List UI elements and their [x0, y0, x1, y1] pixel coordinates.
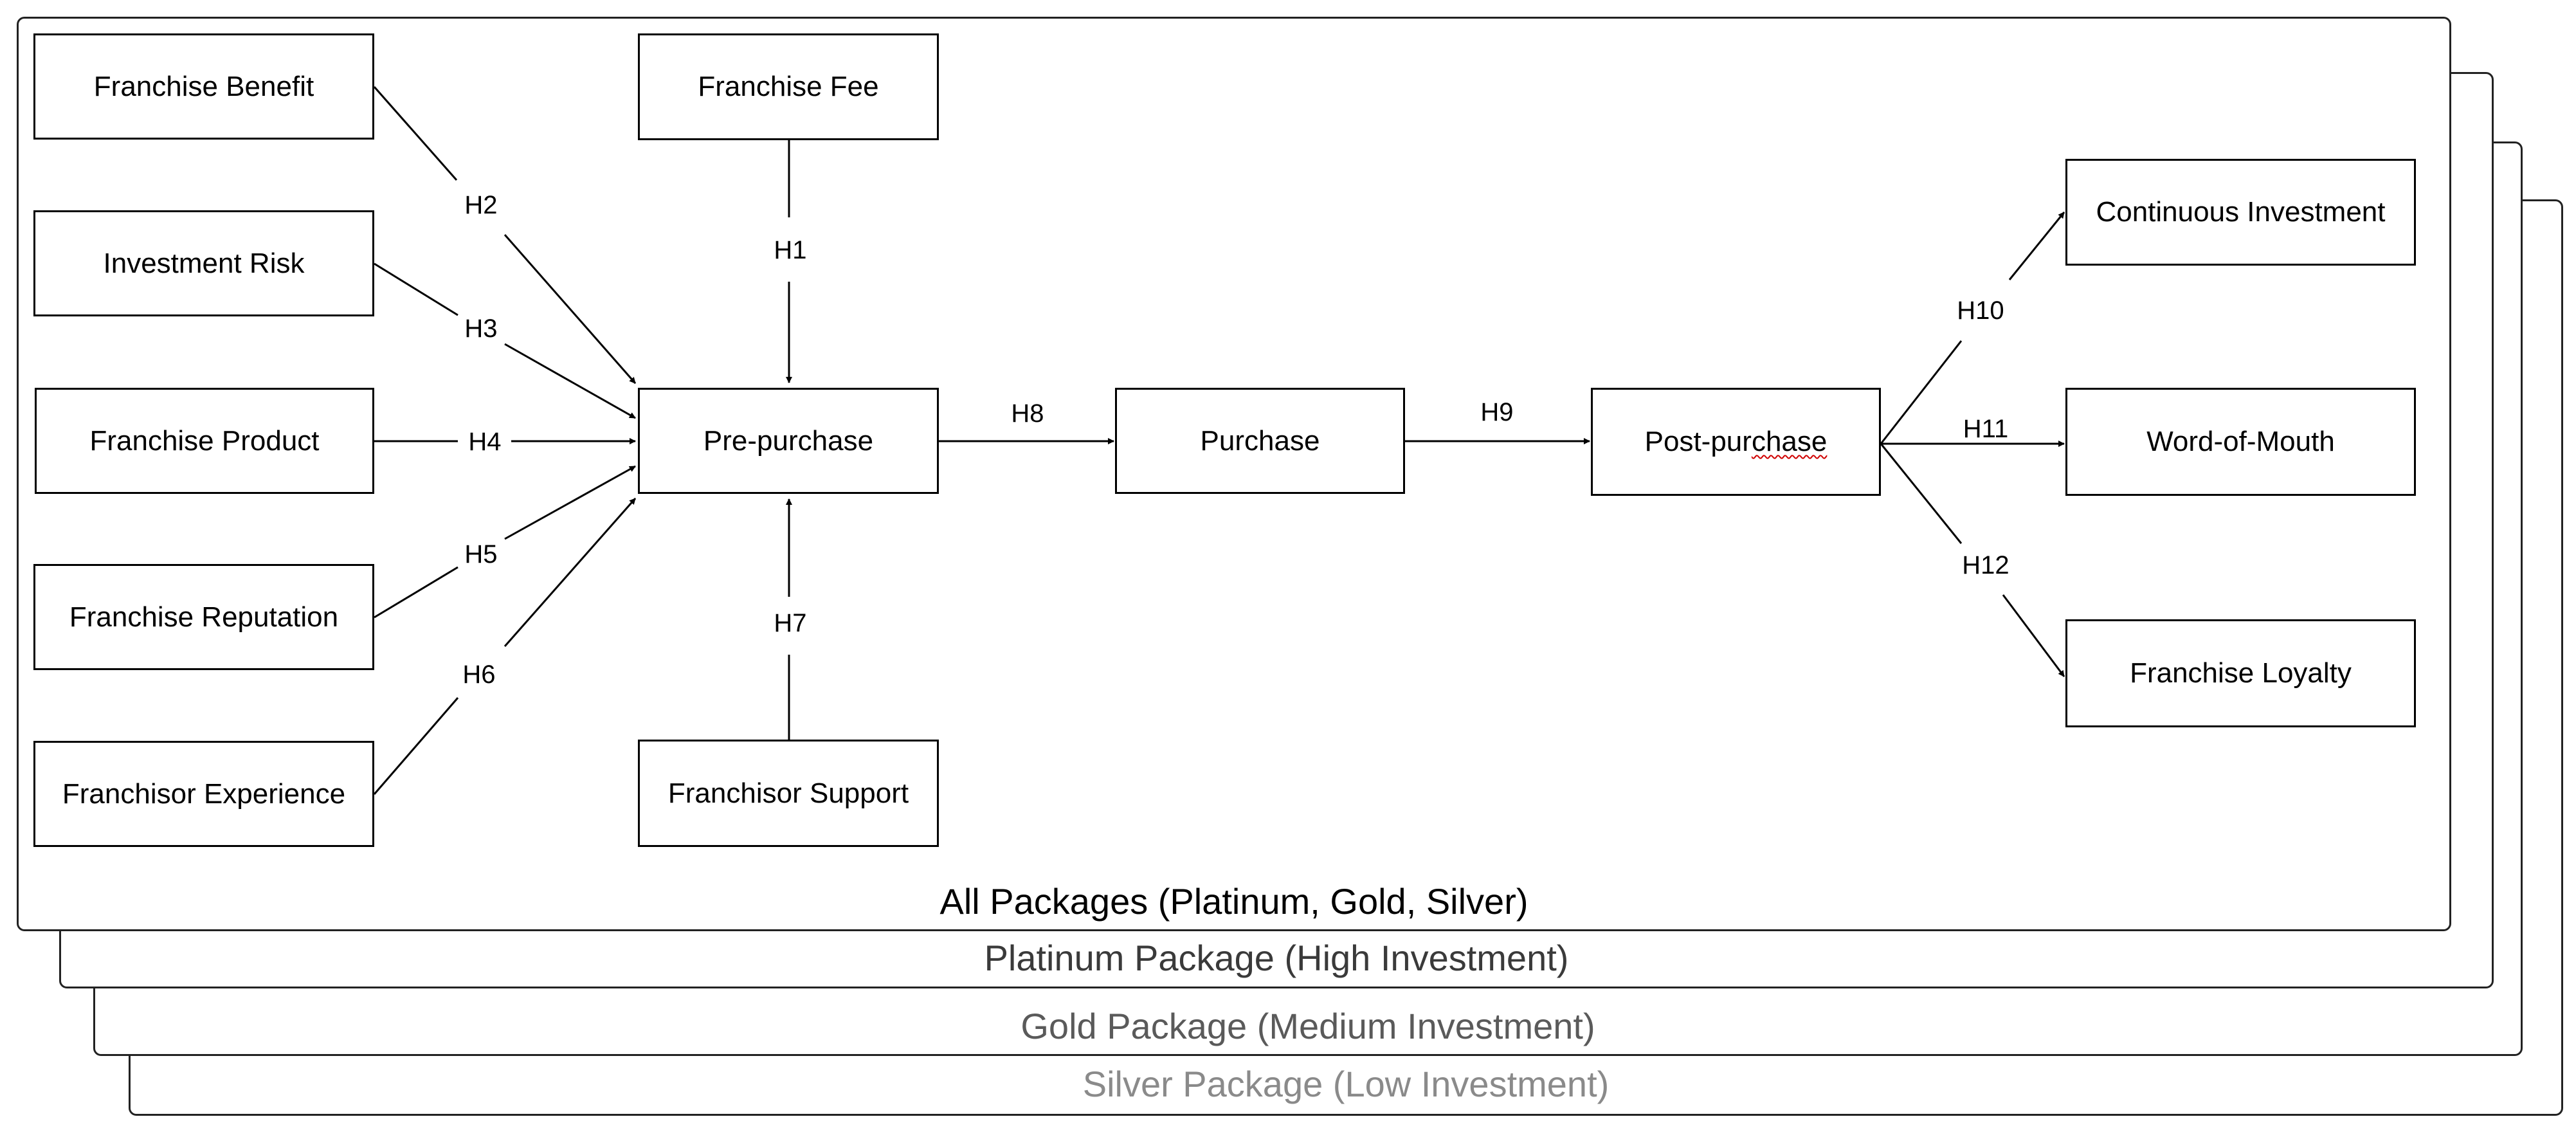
layer-gold-title: Gold Package (Medium Investment) [1020, 1006, 1595, 1046]
node-franchise-benefit: Franchise Benefit [33, 33, 374, 140]
edge-h10-lower [1880, 340, 1963, 444]
node-franchise-fee: Franchise Fee [638, 33, 939, 140]
label-h3: H3 [464, 314, 497, 343]
node-word-of-mouth: Word-of-Mouth [2065, 388, 2416, 496]
node-investment-risk: Investment Risk [33, 210, 374, 316]
node-franchise-product-label: Franchise Product [89, 424, 320, 457]
label-h10: H10 [1957, 296, 2004, 325]
node-investment-risk-label: Investment Risk [103, 247, 305, 279]
edge-h5-upper [504, 465, 636, 540]
edge-h12-lower [2002, 594, 2065, 677]
node-pre-purchase: Pre-purchase [638, 388, 939, 494]
node-continuous-investment-label: Continuous Investment [2096, 196, 2386, 228]
node-purchase-label: Purchase [1200, 424, 1320, 457]
node-pre-purchase-label: Pre-purchase [703, 424, 874, 457]
edge-h12-upper [1880, 443, 1963, 544]
edge-h5-lower [374, 566, 458, 619]
label-h1: H1 [774, 236, 806, 264]
label-h12: H12 [1962, 551, 2009, 579]
node-franchisor-experience-label: Franchisor Experience [62, 778, 346, 810]
layer-platinum-title: Platinum Package (High Investment) [984, 938, 1569, 978]
node-franchise-fee-label: Franchise Fee [698, 71, 879, 102]
node-franchise-reputation: Franchise Reputation [33, 564, 374, 670]
node-franchise-loyalty-label: Franchise Loyalty [2130, 657, 2352, 689]
node-franchise-reputation-label: Franchise Reputation [69, 601, 339, 633]
label-h4: H4 [468, 428, 501, 456]
layer-all-title: All Packages (Platinum, Gold, Silver) [939, 881, 1528, 922]
node-purchase: Purchase [1115, 388, 1405, 494]
edge-h2-upper [373, 86, 458, 181]
node-word-of-mouth-label: Word-of-Mouth [2146, 426, 2335, 457]
label-h11: H11 [1963, 415, 2008, 443]
node-franchise-loyalty: Franchise Loyalty [2065, 619, 2416, 727]
node-post-purchase-label: Post-purchase [1645, 426, 1828, 458]
label-h6: H6 [462, 660, 495, 689]
edge-h3-upper [374, 262, 458, 316]
label-h2: H2 [464, 191, 497, 219]
edge-h10-upper [2008, 212, 2065, 280]
edge-h6-upper [503, 498, 637, 647]
node-franchise-benefit-label: Franchise Benefit [93, 70, 314, 102]
label-h7: H7 [774, 609, 806, 637]
node-post-purchase-label-part2: chase [1751, 426, 1828, 457]
node-franchisor-experience: Franchisor Experience [33, 741, 374, 847]
edge-h6-lower [373, 697, 459, 795]
node-continuous-investment: Continuous Investment [2065, 159, 2416, 266]
node-franchise-product: Franchise Product [35, 388, 374, 494]
node-post-purchase: Post-purchase [1591, 388, 1881, 496]
label-h8: H8 [1011, 399, 1044, 428]
layer-silver-title: Silver Package (Low Investment) [1082, 1064, 1610, 1104]
label-h5: H5 [464, 540, 497, 569]
edge-h2-lower [503, 234, 637, 384]
node-franchisor-support-label: Franchisor Support [667, 777, 909, 809]
node-franchisor-support: Franchisor Support [638, 740, 939, 847]
label-h9: H9 [1480, 398, 1513, 426]
edge-h3-lower [504, 343, 636, 419]
node-post-purchase-label-part1: Post-pur [1644, 426, 1752, 457]
